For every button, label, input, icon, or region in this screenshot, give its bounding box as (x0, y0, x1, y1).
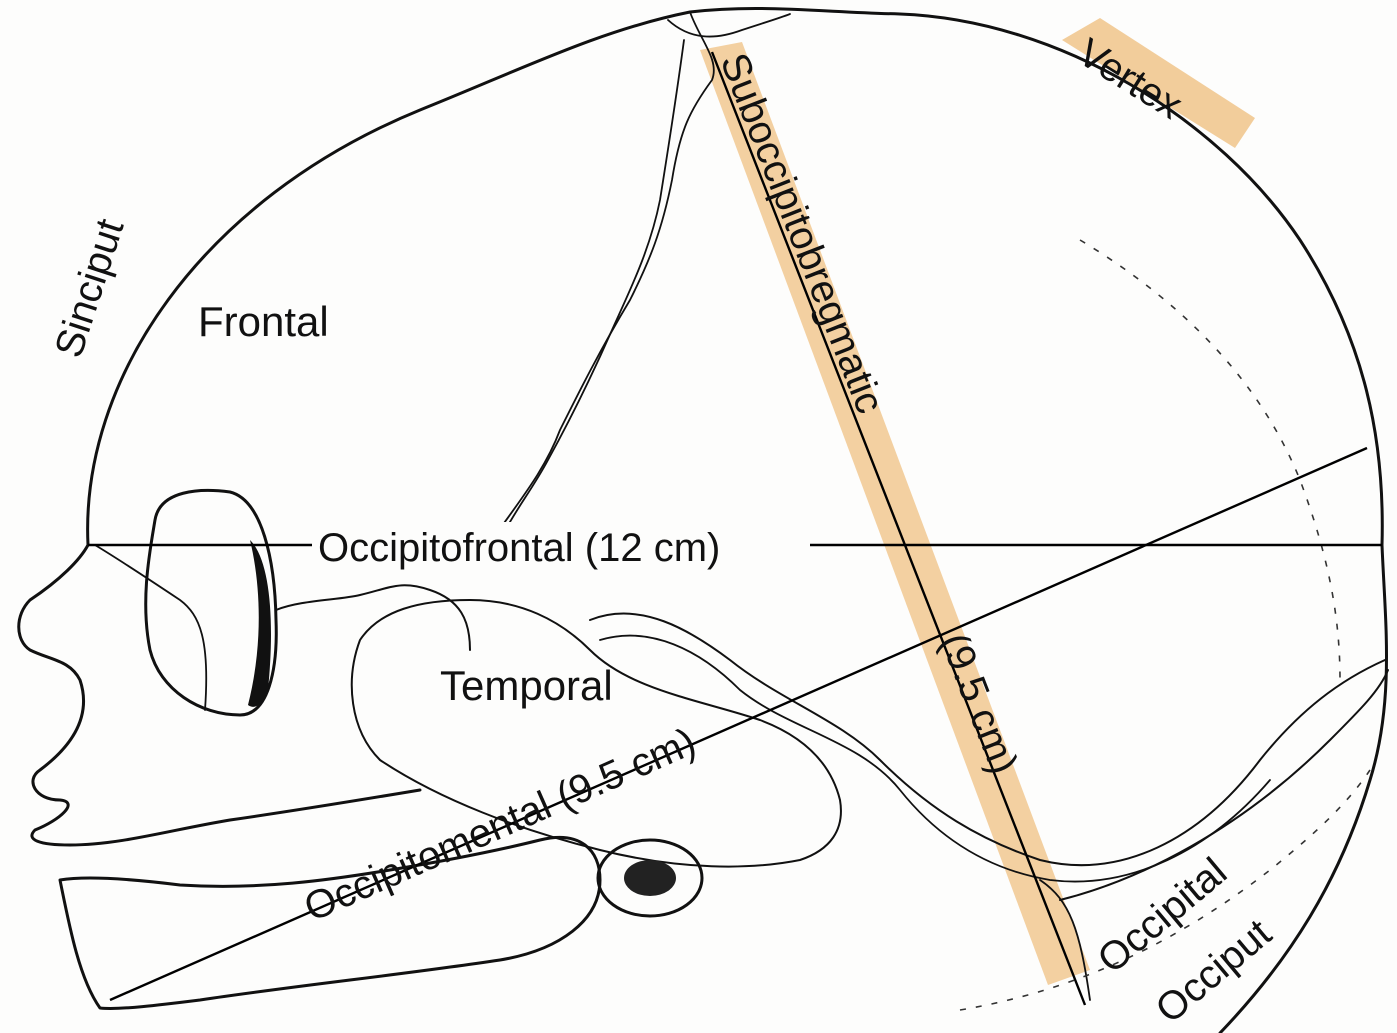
occipitofrontal-label: Occipitofrontal (12 cm) (318, 526, 720, 570)
temporal-label: Temporal (440, 662, 613, 709)
face-profile (19, 545, 420, 845)
temporal-bone-outline (352, 600, 841, 867)
parietal-dashed (1080, 240, 1340, 680)
anterior-fontanelle (668, 14, 790, 37)
ear-canal-inner (624, 860, 676, 896)
orbit-shadow (248, 540, 271, 707)
occipitomental-label: Occipitomental (9.5 cm) (298, 720, 702, 931)
coronal-suture (492, 12, 714, 540)
suboccipitobregmatic-highlight (700, 42, 1090, 985)
sinciput-label: Sinciput (47, 214, 133, 363)
frontal-label: Frontal (198, 298, 329, 345)
coronal-suture-double (500, 40, 684, 540)
maxilla-suture (95, 545, 206, 710)
zygomatic-outline (276, 585, 470, 650)
